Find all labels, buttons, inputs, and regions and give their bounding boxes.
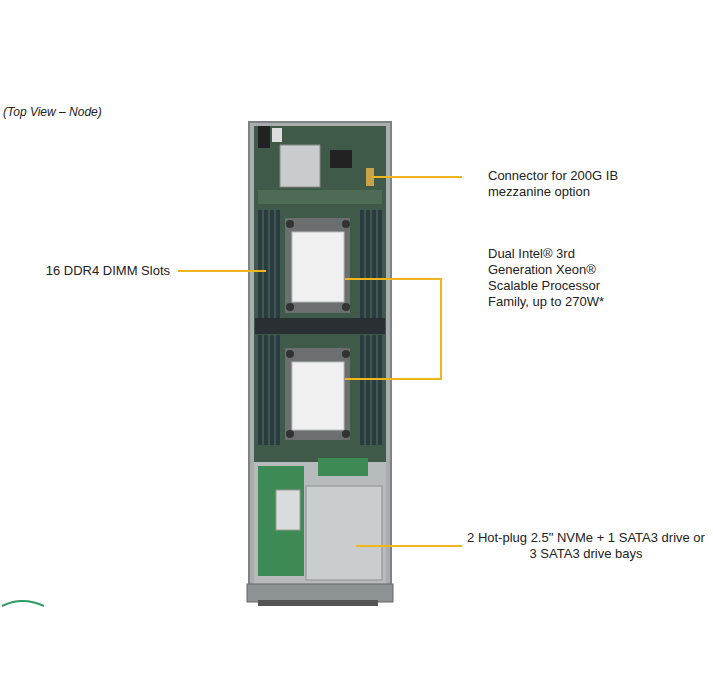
callout-text: 16 DDR4 DIMM Slots: [46, 263, 170, 279]
callout-text: Dual Intel® 3rd Generation Xeon® Scalabl…: [488, 246, 623, 310]
callout-text: 2 Hot-plug 2.5" NVMe + 1 SATA3 drive or …: [466, 530, 706, 562]
callout-text: Connector for 200G IB mezzanine option: [488, 168, 638, 200]
view-title: (Top View – Node): [3, 104, 102, 120]
